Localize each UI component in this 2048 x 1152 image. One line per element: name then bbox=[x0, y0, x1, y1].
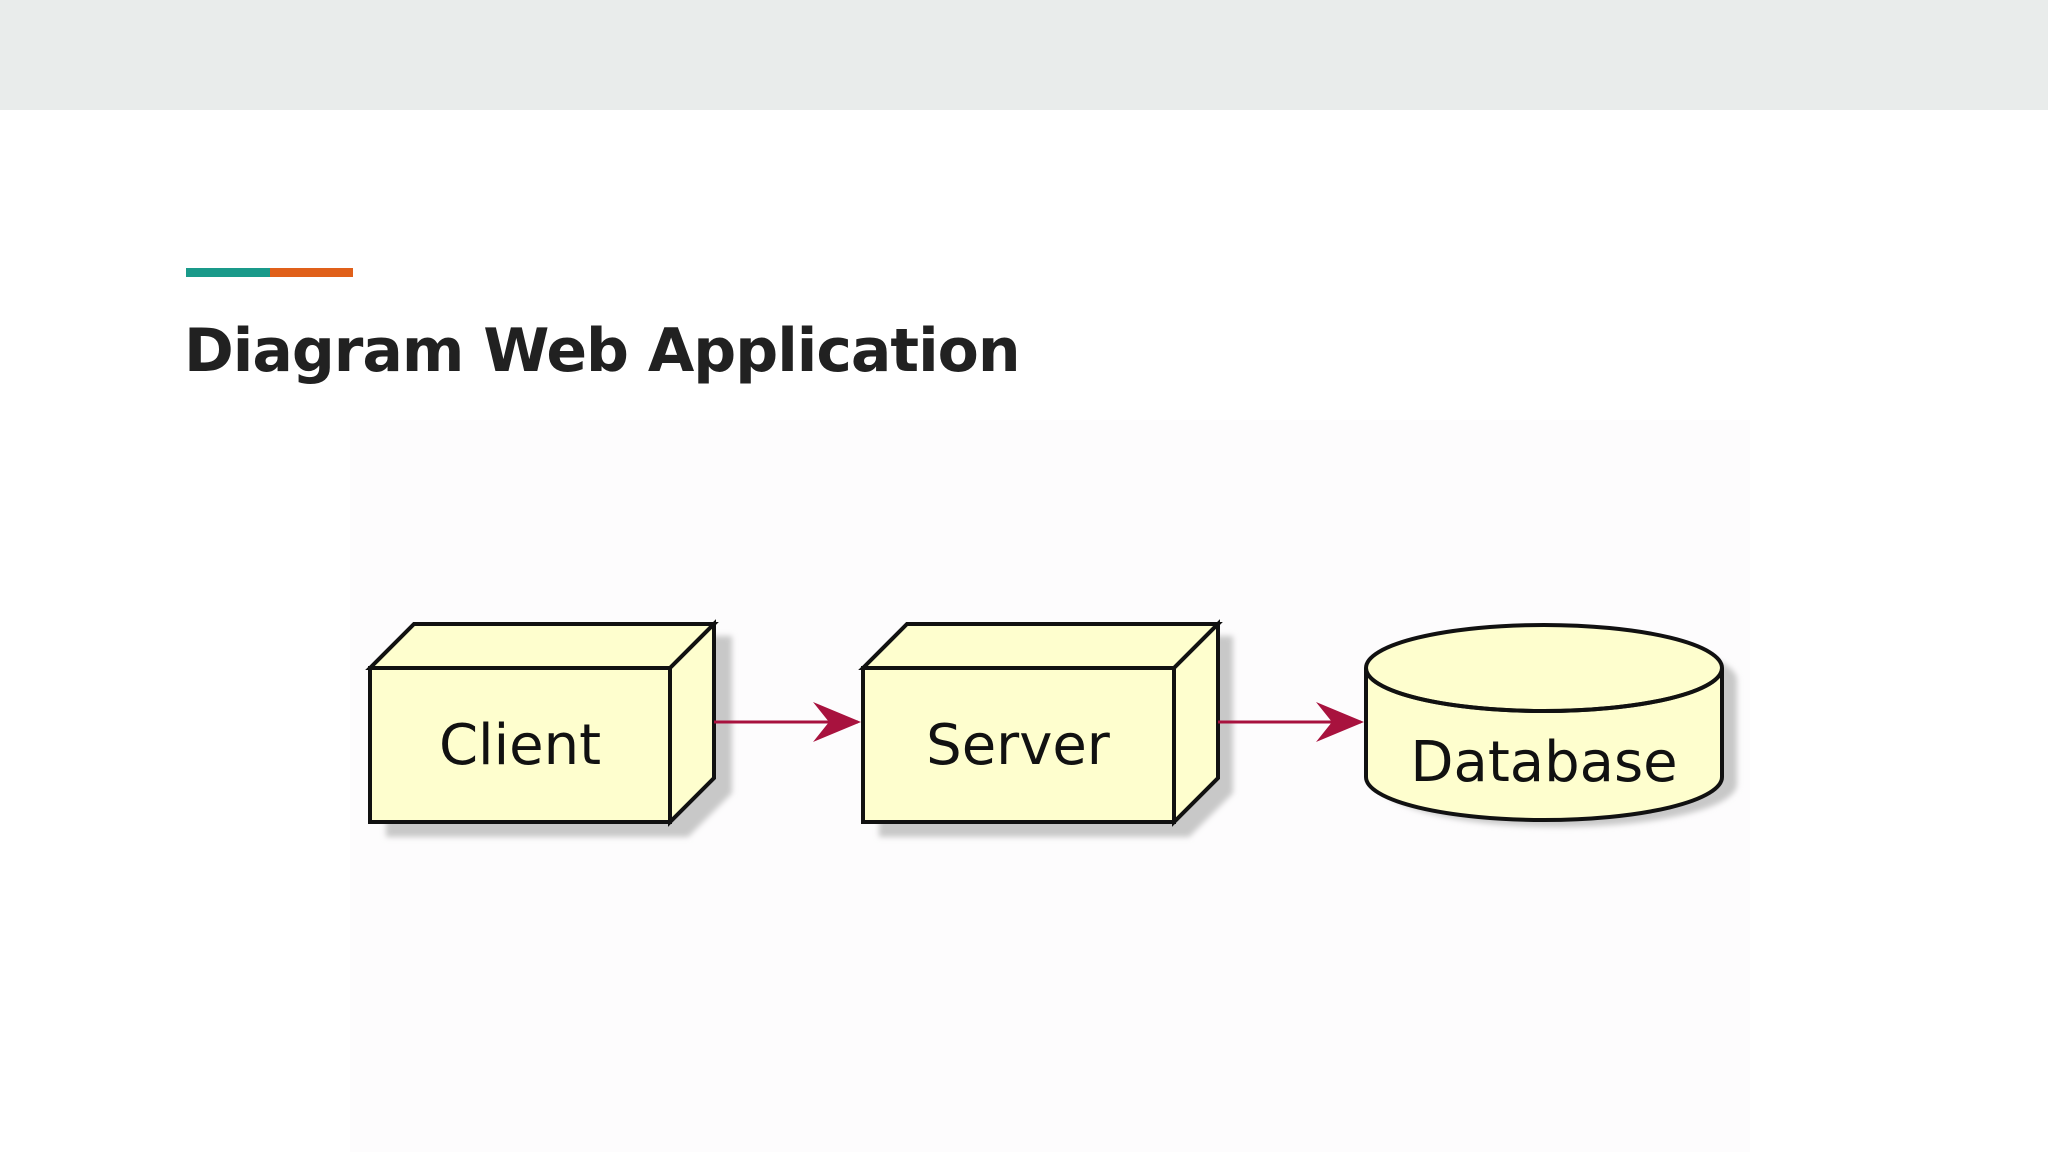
edge-server-database bbox=[1218, 702, 1364, 742]
client-label: Client bbox=[439, 713, 601, 778]
server-node: Server bbox=[858, 619, 1233, 837]
accent-teal bbox=[186, 268, 270, 277]
database-label: Database bbox=[1410, 730, 1677, 795]
header-band bbox=[0, 0, 2048, 110]
client-node: Client bbox=[365, 619, 732, 837]
edge-client-server bbox=[714, 702, 861, 742]
accent-orange bbox=[269, 268, 353, 277]
server-label: Server bbox=[926, 713, 1111, 778]
database-node: Database bbox=[1364, 623, 1737, 827]
slide-title: Diagram Web Application bbox=[184, 316, 1021, 386]
title-accent-bar bbox=[186, 268, 353, 277]
